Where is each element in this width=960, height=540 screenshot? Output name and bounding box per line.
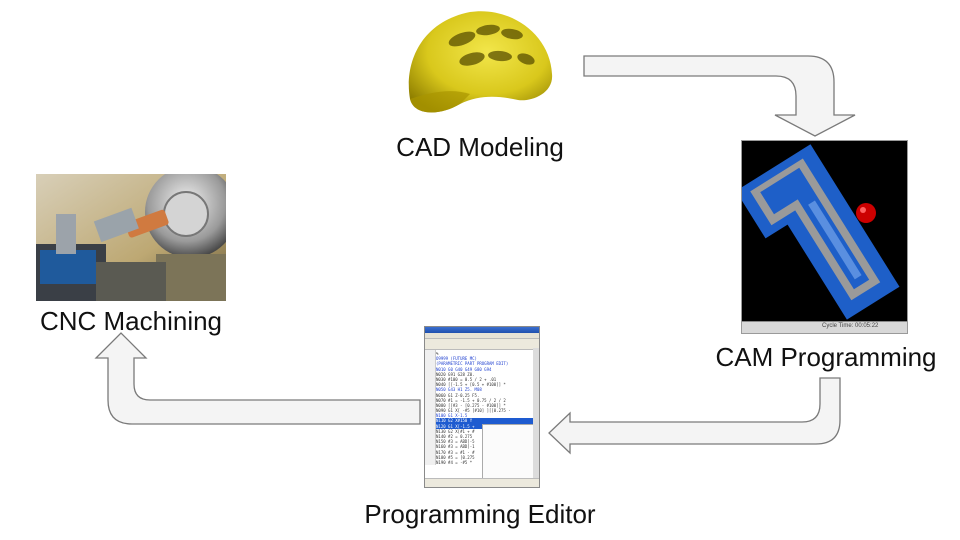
code-line: N010 G0 G40 G49 G80 G94	[436, 366, 492, 372]
code-line: %	[436, 351, 439, 356]
editor-title-bar	[425, 327, 539, 333]
code-line: N190 #4 = -#5 *	[436, 459, 473, 465]
editor-toolbar	[425, 339, 539, 350]
code-line: N100 G1 X-1.5	[436, 413, 468, 419]
code-line: N150 #3 = ABD[-5	[436, 439, 475, 445]
cnc-lathe-photo	[36, 174, 226, 301]
code-line-selected: N110 G2 X#150 Y	[436, 418, 539, 424]
code-line: N030 #100 = 0.5 / 2 + .01	[436, 376, 497, 382]
arrow-cad-to-cam	[583, 55, 856, 137]
code-line: N170 #3 = #1 - #	[436, 449, 475, 455]
code-line: O9999 (FUTURE MC)	[436, 356, 477, 362]
code-line: N080 [[#3 - [0.275 - #100]] *	[436, 402, 506, 408]
cam-toolpath-window: Cycle Time: 00:05:22	[741, 140, 908, 334]
cam-cycle-time: Cycle Time: 00:05:22	[822, 323, 879, 329]
editor-gutter	[425, 350, 436, 466]
editor-status-bar	[425, 478, 539, 487]
cad-modeling-label: CAD Modeling	[396, 132, 564, 162]
code-line: N020 G91 G28 Z0.	[436, 371, 475, 377]
editor-variables-panel	[482, 424, 538, 481]
arrow-cam-to-editor	[548, 377, 841, 455]
code-line: (PARAMETRIC PART PROGRAM EDIT)	[436, 361, 509, 367]
cam-programming-label: CAM Programming	[715, 342, 937, 372]
code-line: N140 #2 = 0.275	[436, 434, 473, 439]
cam-status-bar: Cycle Time: 00:05:22	[742, 321, 907, 333]
code-line: N070 #1 = -1.5 + 0.75 / 2 / 2	[436, 397, 506, 403]
cnc-machining-label: CNC Machining	[39, 306, 223, 336]
code-line: N090 G1 X[ -#5 [#10] ][[0.275 -	[436, 408, 511, 414]
code-line: N060 G1 Z-0.25 F5.	[436, 392, 480, 398]
code-line: N040 [[-1.5 + [0.5 + #100]] *	[436, 382, 506, 388]
cad-helmet-image	[400, 4, 560, 124]
code-line: N130 G2 X[#1 + #	[436, 428, 475, 434]
code-line: N050 G43 H1 Z5. M08	[436, 387, 482, 393]
code-line: N180 #5 = [0.275	[436, 454, 475, 460]
editor-scrollbar	[533, 348, 539, 479]
editor-menu-bar	[425, 333, 539, 339]
programming-editor-label: Programming Editor	[364, 499, 596, 529]
code-line: N160 #3 = ABD[-1	[436, 444, 475, 450]
arrow-editor-to-cnc	[94, 332, 421, 425]
nc-editor-window: % O9999 (FUTURE MC) (PARAMETRIC PART PRO…	[424, 326, 540, 488]
